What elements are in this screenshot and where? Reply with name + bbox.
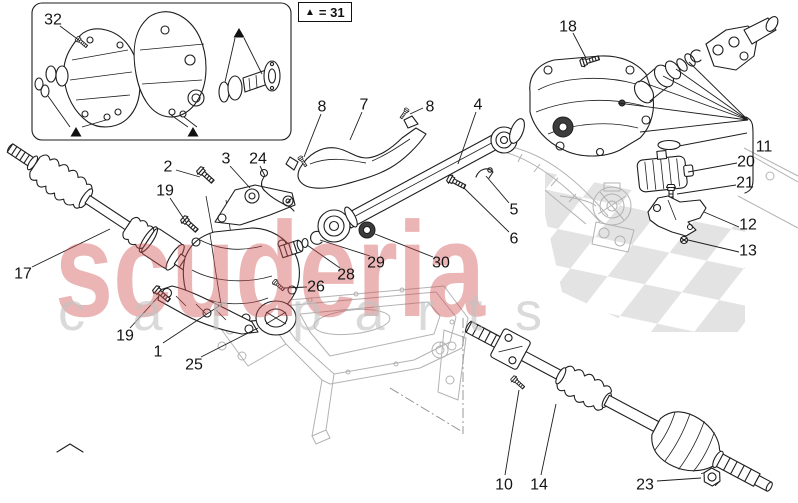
triangle-marker-icon: [233, 28, 245, 38]
part-label-6[interactable]: 6: [510, 231, 519, 248]
part-label-26[interactable]: 26: [307, 279, 325, 296]
part-label-19[interactable]: 19: [116, 328, 134, 345]
part-label-13[interactable]: 13: [739, 243, 757, 260]
part-label-29[interactable]: 29: [367, 255, 385, 272]
triangle-markers: [70, 28, 245, 137]
inset-transfer-case: [31, 2, 292, 141]
watermark: scuderia car parts: [55, 194, 542, 345]
legend-box: ▲ = 31: [298, 2, 352, 22]
left-axle-shaft: [6, 143, 203, 279]
part-label-17[interactable]: 17: [14, 266, 32, 283]
ghost-oil-sump: [215, 285, 469, 445]
part-label-10[interactable]: 10: [495, 477, 513, 494]
part-label-5[interactable]: 5: [510, 202, 519, 219]
centerline: [389, 387, 462, 432]
part-label-7[interactable]: 7: [360, 97, 369, 114]
rear-transfer-unit: [529, 16, 779, 194]
legend-text: = 31: [318, 4, 345, 20]
part-label-8[interactable]: 8: [318, 99, 327, 116]
ghost-subframe: [503, 146, 798, 229]
frame-edge-mark: [56, 443, 84, 453]
part-label-1[interactable]: 1: [154, 344, 163, 361]
part-label-25[interactable]: 25: [185, 357, 203, 374]
part-label-3[interactable]: 3: [222, 151, 231, 168]
part-label-30[interactable]: 30: [432, 255, 450, 272]
part-label-18[interactable]: 18: [559, 19, 577, 36]
part-label-2[interactable]: 2: [164, 159, 173, 176]
part-label-32[interactable]: 32: [44, 12, 62, 29]
part-label-14[interactable]: 14: [530, 477, 548, 494]
front-differential: [151, 165, 323, 336]
part-label-21[interactable]: 21: [736, 175, 754, 192]
part-label-19[interactable]: 19: [156, 183, 174, 200]
part-label-12[interactable]: 12: [739, 217, 757, 234]
part-label-8[interactable]: 8: [426, 99, 435, 116]
ghost-engine-mount: [559, 182, 635, 253]
triangle-marker-icon: ▲: [305, 6, 315, 18]
part-label-23[interactable]: 23: [636, 477, 654, 494]
part-label-20[interactable]: 20: [737, 154, 755, 171]
heat-shield: [285, 106, 427, 189]
right-axle-shaft: [465, 321, 773, 492]
triangle-marker-icon: [70, 127, 82, 137]
part-label-11[interactable]: 11: [756, 139, 773, 156]
part-label-28[interactable]: 28: [337, 267, 355, 284]
watermark-brand: scuderia: [55, 194, 486, 345]
propeller-shaft: [317, 118, 525, 243]
part-label-24[interactable]: 24: [249, 151, 267, 168]
leader-lines: [31, 25, 740, 482]
actuator-and-brackets: [636, 139, 707, 245]
part-label-4[interactable]: 4: [474, 97, 483, 114]
triangle-marker-icon: [187, 127, 199, 137]
